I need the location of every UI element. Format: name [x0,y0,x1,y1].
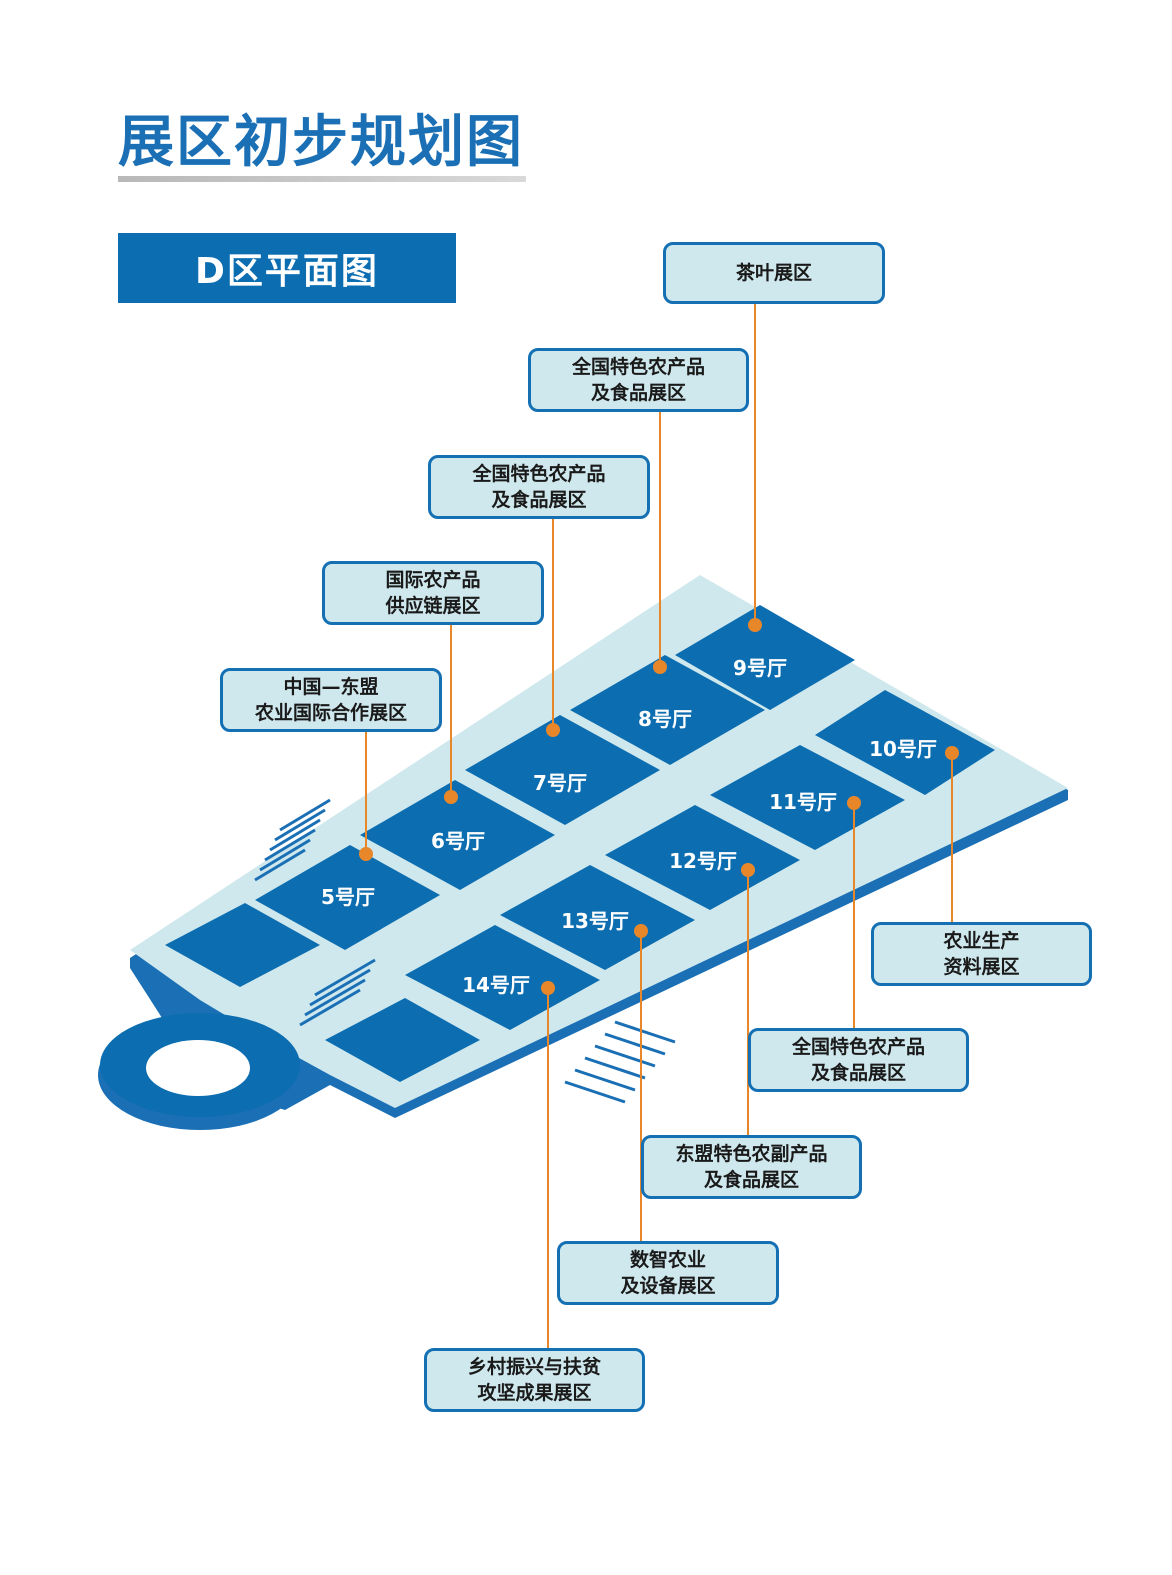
hall-10-label: 10号厅 [869,737,937,761]
callout-line2: 供应链展区 [385,595,481,617]
callout-line1: 数智农业 [629,1249,706,1271]
hall-11-label: 11号厅 [769,790,837,814]
hall-13-label: 13号厅 [561,909,629,933]
block-unlabeled-b [325,998,480,1082]
hall-12-block[interactable] [605,805,800,910]
hall-9-block[interactable] [675,605,855,710]
hall-7-block[interactable] [465,715,660,825]
callout-line1: 茶叶展区 [735,262,812,284]
callout-hall-10: 农业生产 资料展区 [871,922,1092,986]
hall-6-block[interactable] [360,780,555,890]
plaza-center [146,1040,250,1096]
callout-line2: 及设备展区 [620,1275,716,1297]
hall-6-label: 6号厅 [431,829,485,853]
callout-hall-13: 数智农业 及设备展区 [557,1241,779,1305]
hall-11-block[interactable] [710,745,905,850]
page-title: 展区初步规划图 [118,110,524,175]
callout-hall-6: 国际农产品 供应链展区 [322,561,544,625]
stairs-bottom [564,1020,676,1104]
callout-line2: 及食品展区 [703,1169,799,1191]
title-underline [118,176,526,182]
callout-line1: 国际农产品 [385,569,481,591]
callout-tea-zone: 茶叶展区 [663,242,885,304]
block-unlabeled-a [165,903,320,987]
hall-8-block[interactable] [570,655,765,765]
hall-14-label: 14号厅 [462,973,530,997]
callout-hall-5: 中国—东盟 农业国际合作展区 [220,668,442,732]
hall-12-label: 12号厅 [669,849,737,873]
callout-hall-11: 全国特色农产品 及食品展区 [748,1028,969,1092]
callout-hall-12: 东盟特色农副产品 及食品展区 [641,1135,862,1199]
callout-line1: 东盟特色农副产品 [675,1143,828,1165]
hall-13-block[interactable] [500,865,695,970]
callout-line2: 资料展区 [943,956,1020,978]
hall-14-block[interactable] [405,925,600,1030]
hall-8-label: 8号厅 [638,707,692,731]
callout-hall-7: 全国特色农产品 及食品展区 [428,455,650,519]
hall-5-label: 5号厅 [321,885,375,909]
callout-line1: 农业生产 [943,930,1020,952]
hall-7-label: 7号厅 [533,771,587,795]
callout-line1: 中国—东盟 [283,676,379,698]
callout-line2: 农业国际合作展区 [254,702,407,724]
callout-hall-8: 全国特色农产品 及食品展区 [528,348,749,412]
callout-line2: 及食品展区 [810,1062,906,1084]
callout-line2: 及食品展区 [590,382,686,404]
leader-lines [365,302,953,1351]
callout-line1: 全国特色农产品 [571,356,705,378]
hall-9-label: 9号厅 [733,656,787,680]
hall-10-block[interactable] [815,690,995,795]
hall-5-block[interactable] [255,845,440,950]
callout-hall-14: 乡村振兴与扶贫 攻坚成果展区 [424,1348,645,1412]
callout-line2: 及食品展区 [491,489,587,511]
callout-line2: 攻坚成果展区 [477,1382,592,1404]
callout-line1: 全国特色农产品 [472,463,606,485]
section-tab: D区平面图 [118,233,456,303]
callout-line1: 全国特色农产品 [791,1036,925,1058]
leader-dots [359,618,959,995]
callout-line1: 乡村振兴与扶贫 [467,1356,601,1378]
stairs-left-lower [299,958,376,1027]
stairs-left-upper [254,798,331,882]
